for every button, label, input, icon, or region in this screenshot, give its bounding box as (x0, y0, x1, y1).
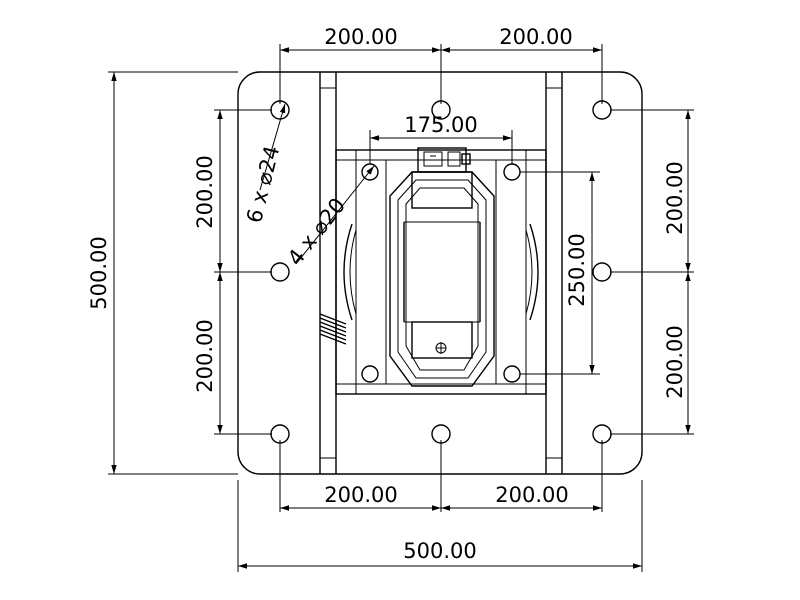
inner-hole-bottom-left (361, 365, 379, 383)
callout-outer-holes: 6 x ⌀24 (242, 143, 284, 225)
dim-bottom-right: 200.00 (495, 483, 568, 507)
inner-holes (361, 163, 521, 383)
callout-inner-holes: 4 x ⌀20 (283, 193, 350, 270)
right-rail (545, 72, 563, 474)
dim-top-right: 200.00 (499, 25, 572, 49)
hole-mid-left (270, 262, 290, 282)
extension-lines (108, 44, 694, 572)
hole-mid-right (592, 262, 612, 282)
dim-left-lower: 200.00 (193, 319, 217, 392)
inner-hole-bottom-right (503, 365, 521, 383)
left-rail (319, 72, 337, 474)
connector-block (417, 147, 471, 173)
side-wheels (343, 223, 539, 321)
center-marker (435, 342, 447, 354)
inner-hole-top-right (503, 163, 521, 181)
dim-inner-width: 175.00 (404, 113, 477, 137)
dim-overall-height: 500.00 (87, 236, 111, 309)
inner-frame (335, 149, 547, 395)
dim-bottom-left: 200.00 (324, 483, 397, 507)
dim-right-upper: 200.00 (663, 161, 687, 234)
dim-inner-height: 250.00 (565, 233, 589, 306)
dim-top-left: 200.00 (324, 25, 397, 49)
motor-body (389, 171, 495, 387)
dim-overall-width: 500.00 (403, 539, 476, 563)
dimension-lines (111, 47, 691, 569)
dim-left-upper: 200.00 (193, 155, 217, 228)
dim-right-lower: 200.00 (663, 325, 687, 398)
spring (319, 313, 347, 345)
base-plate (237, 71, 643, 475)
